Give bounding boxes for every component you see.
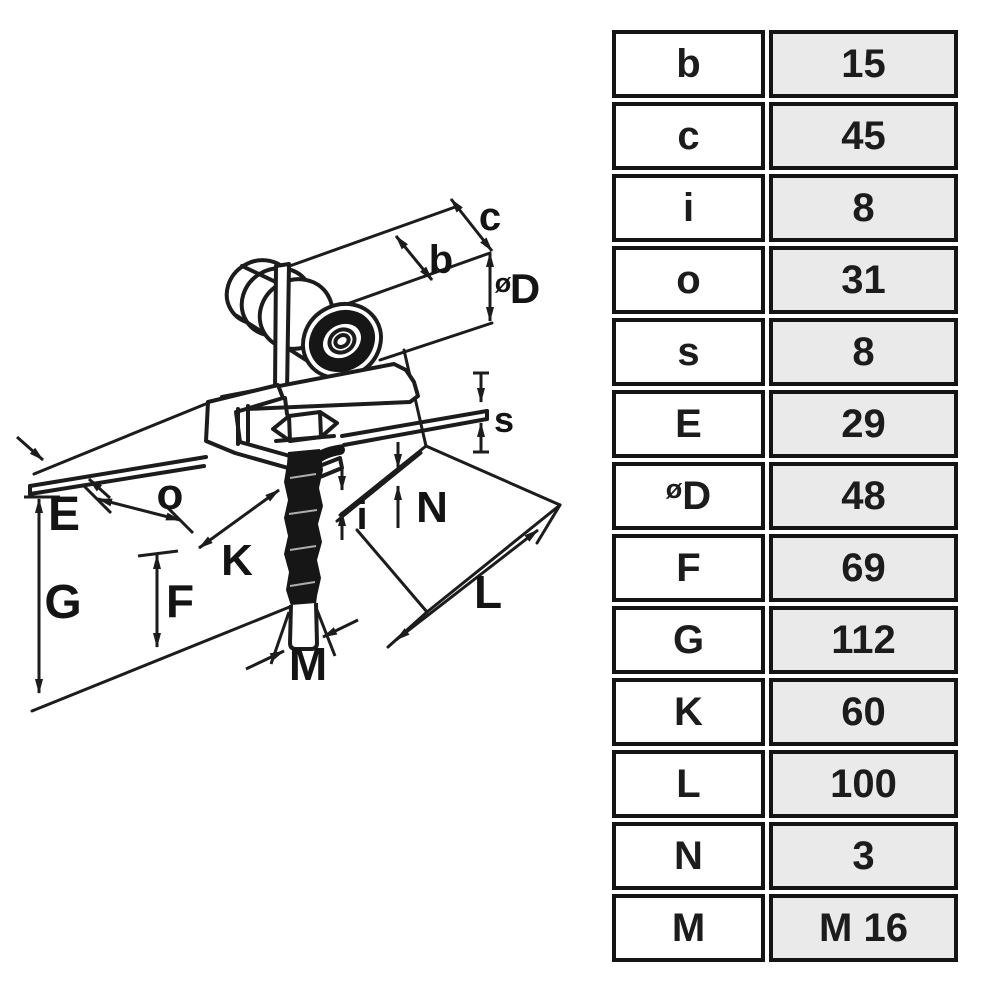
dim-symbol-cell: K (612, 678, 765, 746)
dim-value-cell: 69 (769, 534, 958, 602)
tire-ring (309, 309, 375, 373)
dim-value-cell: M 16 (769, 894, 958, 962)
bolt-threads (284, 449, 323, 606)
dim-symbol-cell: N (612, 822, 765, 890)
dim-symbol-cell: L (612, 750, 765, 818)
dim-value-cell: 29 (769, 390, 958, 458)
dim-value-cell: 8 (769, 174, 958, 242)
dim-symbol-cell: i (612, 174, 765, 242)
bracket-channel (204, 383, 344, 479)
dim-value-cell: 100 (769, 750, 958, 818)
dim-value-cell: 15 (769, 30, 958, 98)
dim-symbol-cell: M (612, 894, 765, 962)
dim-symbol-cell: E (612, 390, 765, 458)
running-strip (28, 409, 489, 496)
dim-value-cell: 8 (769, 318, 958, 386)
dim-label-diameter: D (510, 265, 540, 312)
dim-label-F: F (166, 575, 194, 627)
dim-symbol-cell: b (612, 30, 765, 98)
dim-value-cell: 112 (769, 606, 958, 674)
dim-value-cell: 60 (769, 678, 958, 746)
dim-label-G: G (44, 576, 81, 629)
dim-symbol-cell: c (612, 102, 765, 170)
dim-label-s: s (494, 399, 514, 440)
technical-drawing: c b ø D s E o G K F i N L M (16, 195, 562, 713)
dim-symbol-cell: F (612, 534, 765, 602)
dim-label-N: N (416, 483, 448, 532)
dim-value-cell: 48 (769, 462, 958, 530)
dim-label-E: E (48, 488, 80, 541)
dim-label-diameter-prefix: ø (495, 268, 512, 298)
axle-hole (333, 333, 351, 349)
witness-ticks (24, 371, 489, 665)
dim-symbol-cell: s (612, 318, 765, 386)
dim-label-K: K (221, 536, 253, 585)
threaded-bolt (284, 449, 323, 651)
dim-label-M: M (289, 638, 327, 690)
dim-label-c: c (479, 195, 501, 239)
dim-label-b: b (429, 238, 453, 282)
door-plane-outline (335, 444, 562, 649)
dim-symbol-cell: o (612, 246, 765, 314)
dim-label-o: o (157, 470, 184, 519)
dimension-lines (35, 198, 539, 694)
dim-value-cell: 3 (769, 822, 958, 890)
hex-nut (271, 410, 339, 443)
dim-symbol-cell: G (612, 606, 765, 674)
dim-value-cell: 45 (769, 102, 958, 170)
dimension-arrows (16, 373, 485, 671)
bolt-tip (288, 602, 319, 651)
dim-label-L: L (474, 566, 502, 618)
dim-label-i: i (356, 494, 367, 538)
hanger-strap (273, 262, 291, 394)
dim-value-cell: 31 (769, 246, 958, 314)
